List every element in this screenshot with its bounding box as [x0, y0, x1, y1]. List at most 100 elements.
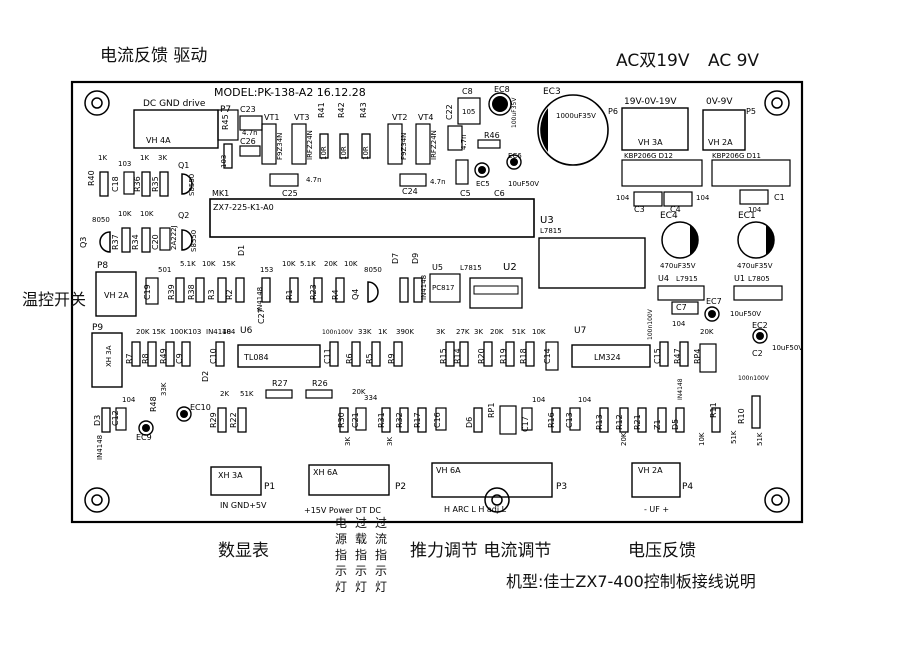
component-label: R13 — [595, 414, 604, 430]
component-label: R29 — [209, 412, 218, 428]
component-label: R18 — [519, 348, 528, 364]
svg-text:470uF35V: 470uF35V — [737, 262, 773, 270]
component-label: IN4148 — [256, 287, 264, 312]
svg-text:470uF35V: 470uF35V — [660, 262, 696, 270]
capacitor-box — [355, 407, 367, 431]
resistor — [619, 407, 629, 433]
resistor — [159, 171, 169, 197]
component-label: 103 — [118, 160, 131, 168]
annotation-overcurrent-light: 过流指示灯 — [374, 516, 387, 594]
resistor — [181, 341, 191, 367]
optocoupler-u5: U5 PC817 — [429, 263, 461, 303]
resistor — [99, 171, 109, 197]
mk1-part: ZX7-225-K1-A0 — [213, 203, 274, 212]
component-label: D5 — [671, 419, 680, 430]
capacitor-box — [261, 123, 277, 165]
capacitor-box — [159, 227, 171, 251]
capacitor-box — [499, 405, 517, 435]
resistor — [141, 227, 151, 253]
component-label: EC5 — [476, 180, 490, 188]
module-mk1: MK1 ZX7-225-K1-A0 — [209, 189, 535, 238]
component-label: EC8 — [494, 85, 510, 94]
svg-text:1000uF35V: 1000uF35V — [556, 112, 596, 120]
component-label: R7 — [125, 353, 134, 364]
resistor — [329, 341, 339, 367]
resistor — [223, 143, 233, 169]
component-label: R37 — [111, 234, 120, 250]
component-label: EC6 — [508, 152, 522, 160]
component-label: 103 — [188, 328, 201, 336]
component-label: 4.7n — [430, 178, 446, 186]
svg-text:U5: U5 — [432, 263, 443, 272]
resistor — [483, 341, 493, 367]
component-label: C27 — [257, 308, 266, 324]
transistor — [99, 231, 111, 253]
annotation-temp-switch: 温控开关 — [22, 290, 87, 309]
resistor — [147, 341, 157, 367]
component-label: R17 — [413, 412, 422, 428]
electrolytic-cap — [474, 162, 490, 178]
resistor — [319, 133, 329, 159]
component-label: R1 — [285, 289, 294, 300]
component-label: IN4148 — [96, 435, 104, 460]
resistor — [361, 133, 371, 159]
component-label: 5.1K — [300, 260, 316, 268]
component-label: 33K — [160, 382, 168, 396]
component-label: C8 — [462, 87, 473, 96]
component-label: 3K — [436, 328, 445, 336]
component-label: 10K — [344, 260, 358, 268]
resistor — [335, 277, 345, 303]
capacitor-box — [457, 97, 481, 125]
component-label: R32 — [395, 412, 404, 428]
component-label: 104 — [616, 194, 630, 202]
component-label: 15K — [222, 260, 236, 268]
component-label: 104 — [578, 396, 592, 404]
component-label: 104 — [748, 206, 762, 214]
component-label: C26 — [240, 137, 256, 146]
component-label: 10uF50V — [772, 344, 803, 352]
component-label: C6 — [494, 189, 505, 198]
capacitor-box — [455, 159, 469, 185]
component-label: EC10 — [190, 403, 211, 412]
component-label: 100K — [170, 328, 188, 336]
component-label: 8050 — [92, 216, 110, 224]
electrolytic-cap-fill — [142, 424, 150, 432]
component-label: 104 — [222, 328, 236, 336]
capacitor-box — [291, 123, 307, 165]
capacitor-box — [545, 341, 559, 371]
svg-text:P2: P2 — [395, 482, 406, 492]
component-label: 105 — [462, 108, 475, 116]
component-label: C4 — [670, 205, 681, 214]
component-label: R31 — [377, 412, 386, 428]
capacitor-box — [269, 173, 299, 187]
ic-u7: U7 LM324 — [571, 326, 651, 368]
component-label: Q1 — [178, 161, 189, 170]
capacitor-box — [671, 301, 699, 315]
component-label: 3K — [386, 437, 394, 446]
svg-text:U7: U7 — [574, 326, 586, 336]
capacitor-box — [305, 389, 333, 399]
component-label: R42 — [337, 102, 346, 118]
component-label: R46 — [484, 131, 500, 140]
component-label: 20K — [620, 432, 628, 446]
component-label: R43 — [359, 102, 368, 118]
svg-text:EC1: EC1 — [738, 211, 756, 221]
resistor — [473, 407, 483, 433]
component-label: R2 — [225, 289, 234, 300]
component-label: 10uF50V — [730, 310, 761, 318]
capacitor-box — [415, 123, 431, 165]
component-label: 10K — [118, 210, 132, 218]
capacitor-box — [265, 389, 293, 399]
connector-p6: 19V-0V-19V P6 VH 3A KBP206G D12 — [608, 97, 703, 187]
p7-type: VH 4A — [146, 136, 171, 145]
resistor — [165, 341, 175, 367]
component-label: 104 — [696, 194, 710, 202]
component-label: C17 — [521, 416, 530, 432]
resistor — [121, 227, 131, 253]
svg-text:IN GND+5V: IN GND+5V — [220, 501, 267, 510]
component-label: 1K — [378, 328, 387, 336]
resistor — [237, 407, 247, 433]
component-label: D3 — [93, 415, 102, 426]
resistor — [131, 341, 141, 367]
component-label: R22 — [229, 412, 238, 428]
